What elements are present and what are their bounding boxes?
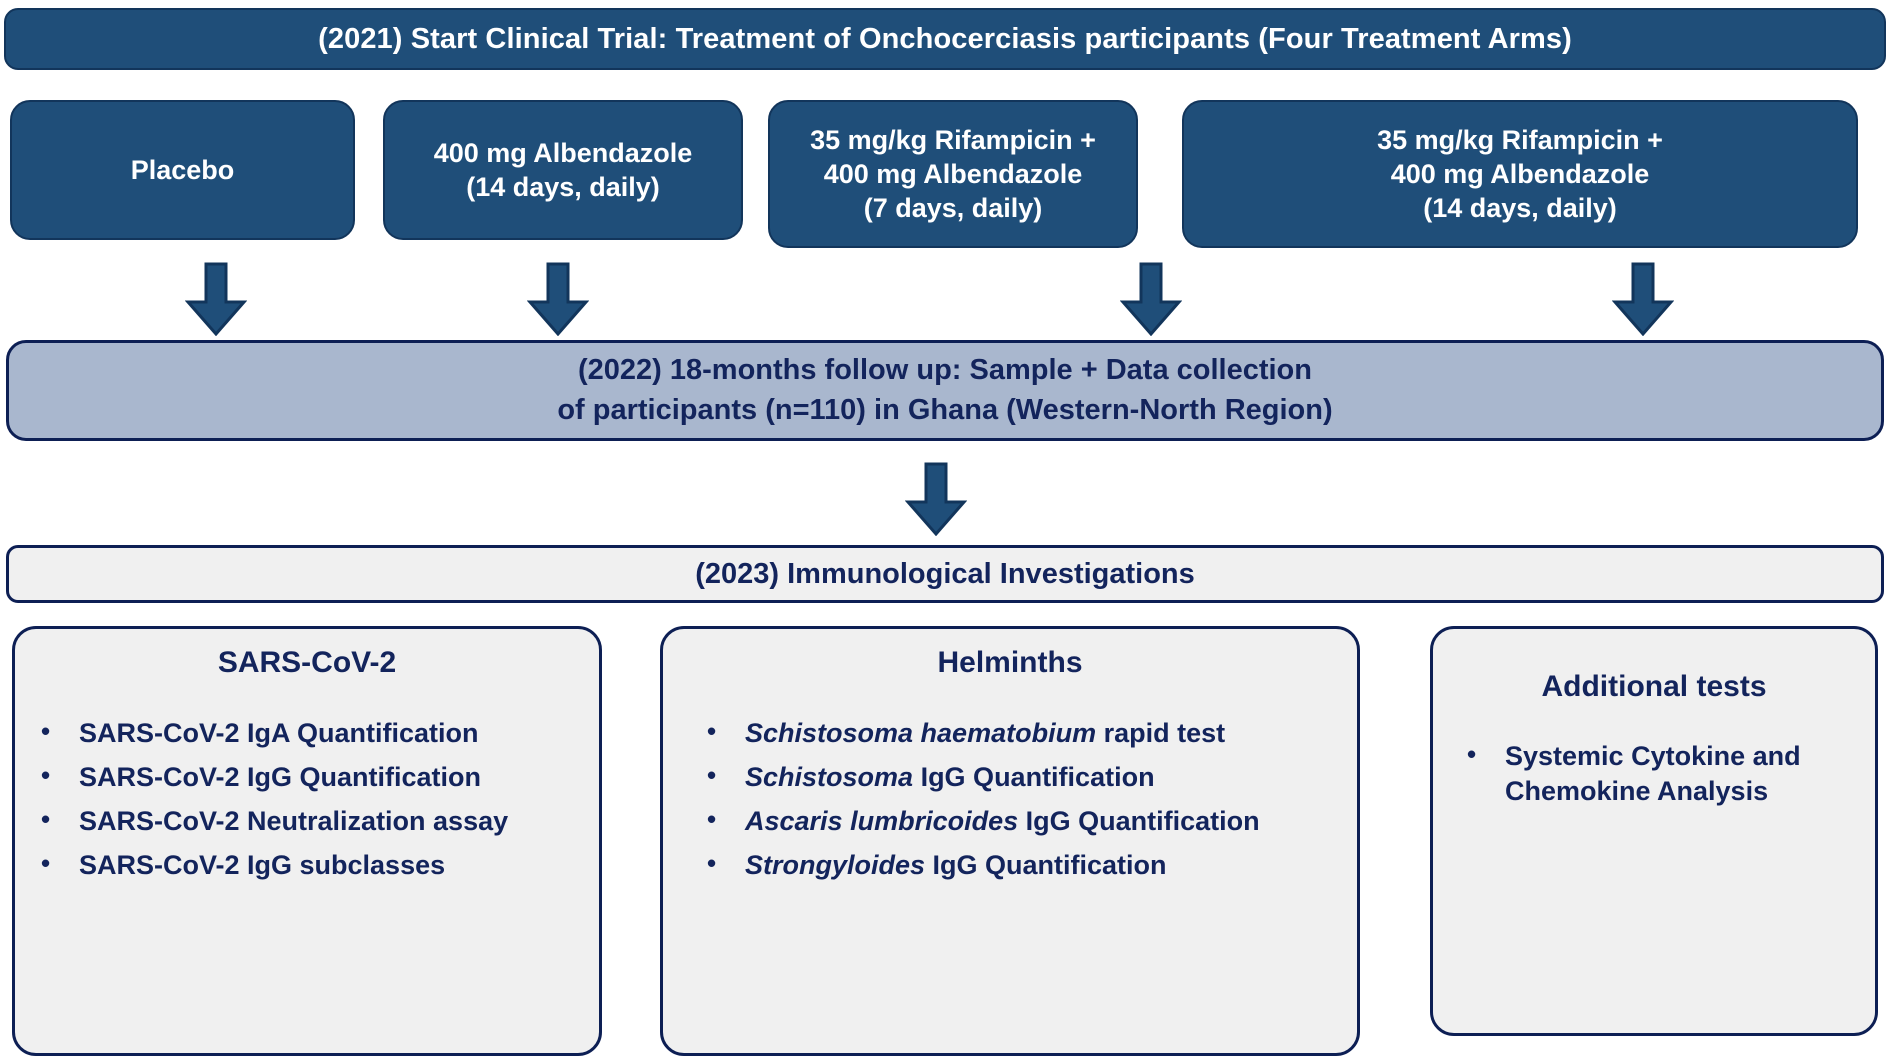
list-item: SARS-CoV-2 IgG Quantification — [33, 760, 599, 794]
list-item-text: Systemic Cytokine and Chemokine Analysis — [1505, 741, 1801, 807]
list-item-text: IgG Quantification — [1018, 805, 1260, 836]
list-item-text: IgG Quantification — [925, 849, 1167, 880]
list-item-text: SARS-CoV-2 IgG subclasses — [79, 849, 446, 880]
immunological-investigations-title: (2023) Immunological Investigations — [695, 557, 1195, 590]
list-item-text: SARS-CoV-2 IgA Quantification — [79, 718, 479, 748]
arrow-rif-alb-14d-to-followup-icon — [1612, 262, 1674, 336]
list-item-italic: Schistosoma — [745, 761, 914, 792]
treatment-arm-line: 35 mg/kg Rifampicin + — [1377, 124, 1663, 155]
list-item-text: rapid test — [1096, 718, 1226, 748]
arrow-placebo-to-followup-icon — [185, 262, 247, 336]
treatment-arm-albendazole-14d: 400 mg Albendazole (14 days, daily) — [383, 100, 743, 240]
list-item: Schistosoma IgG Quantification — [699, 760, 1357, 794]
panel-sars-cov-2: SARS-CoV-2 SARS-CoV-2 IgA Quantification… — [12, 626, 602, 1056]
treatment-arm-line: 400 mg Albendazole — [1390, 158, 1650, 189]
treatment-arm-rifampicin-albendazole-14d: 35 mg/kg Rifampicin + 400 mg Albendazole… — [1182, 100, 1858, 248]
arrow-rif-alb-7d-to-followup-icon — [1120, 262, 1182, 336]
followup-line-2: of participants (n=110) in Ghana (Wester… — [557, 393, 1333, 426]
clinical-trial-header-bar: (2021) Start Clinical Trial: Treatment o… — [4, 8, 1886, 70]
list-item: Ascaris lumbricoides IgG Quantification — [699, 804, 1357, 838]
panel-additional-tests: Additional tests Systemic Cytokine and C… — [1430, 626, 1878, 1036]
list-item: Systemic Cytokine and Chemokine Analysis — [1459, 738, 1875, 809]
list-item-text: SARS-CoV-2 Neutralization assay — [79, 805, 509, 836]
treatment-arm-line: Placebo — [130, 154, 235, 185]
list-item: Strongyloides IgG Quantification — [699, 848, 1357, 882]
panel-item-list: SARS-CoV-2 IgA Quantification SARS-CoV-2… — [15, 716, 599, 893]
treatment-arm-placebo: Placebo — [10, 100, 355, 240]
list-item: SARS-CoV-2 Neutralization assay — [33, 804, 599, 838]
followup-line-1: (2022) 18-months follow up: Sample + Dat… — [577, 354, 1312, 387]
list-item: SARS-CoV-2 IgA Quantification — [33, 716, 599, 750]
treatment-arm-line: 400 mg Albendazole — [433, 137, 693, 168]
treatment-arm-line: (14 days, daily) — [466, 172, 660, 202]
treatment-arm-line: (14 days, daily) — [1423, 193, 1617, 223]
panel-title: Helminths — [937, 646, 1083, 679]
panel-title: Additional tests — [1541, 670, 1767, 703]
arrow-followup-to-investigations-icon — [905, 462, 967, 536]
treatment-arm-line: 400 mg Albendazole — [823, 158, 1083, 189]
panel-item-list: Systemic Cytokine and Chemokine Analysis — [1433, 738, 1875, 820]
treatment-arm-rifampicin-albendazole-7d: 35 mg/kg Rifampicin + 400 mg Albendazole… — [768, 100, 1138, 248]
arrow-albendazole-to-followup-icon — [527, 262, 589, 336]
immunological-investigations-bar: (2023) Immunological Investigations — [6, 545, 1884, 603]
clinical-trial-header-title: (2021) Start Clinical Trial: Treatment o… — [318, 22, 1572, 55]
panel-item-list: Schistosoma haematobium rapid test Schis… — [663, 716, 1357, 893]
list-item-text: IgG Quantification — [913, 761, 1155, 792]
list-item-italic: Strongyloides — [745, 849, 926, 880]
list-item: Schistosoma haematobium rapid test — [699, 716, 1357, 750]
treatment-arm-line: 35 mg/kg Rifampicin + — [810, 124, 1096, 155]
panel-title: SARS-CoV-2 — [217, 646, 397, 679]
panel-helminths: Helminths Schistosoma haematobium rapid … — [660, 626, 1360, 1056]
followup-box: (2022) 18-months follow up: Sample + Dat… — [6, 340, 1884, 441]
list-item-text: SARS-CoV-2 IgG Quantification — [79, 761, 482, 792]
treatment-arm-line: (7 days, daily) — [863, 193, 1043, 223]
list-item-italic: Schistosoma haematobium — [745, 718, 1097, 748]
list-item: SARS-CoV-2 IgG subclasses — [33, 848, 599, 882]
list-item-italic: Ascaris lumbricoides — [745, 805, 1019, 836]
